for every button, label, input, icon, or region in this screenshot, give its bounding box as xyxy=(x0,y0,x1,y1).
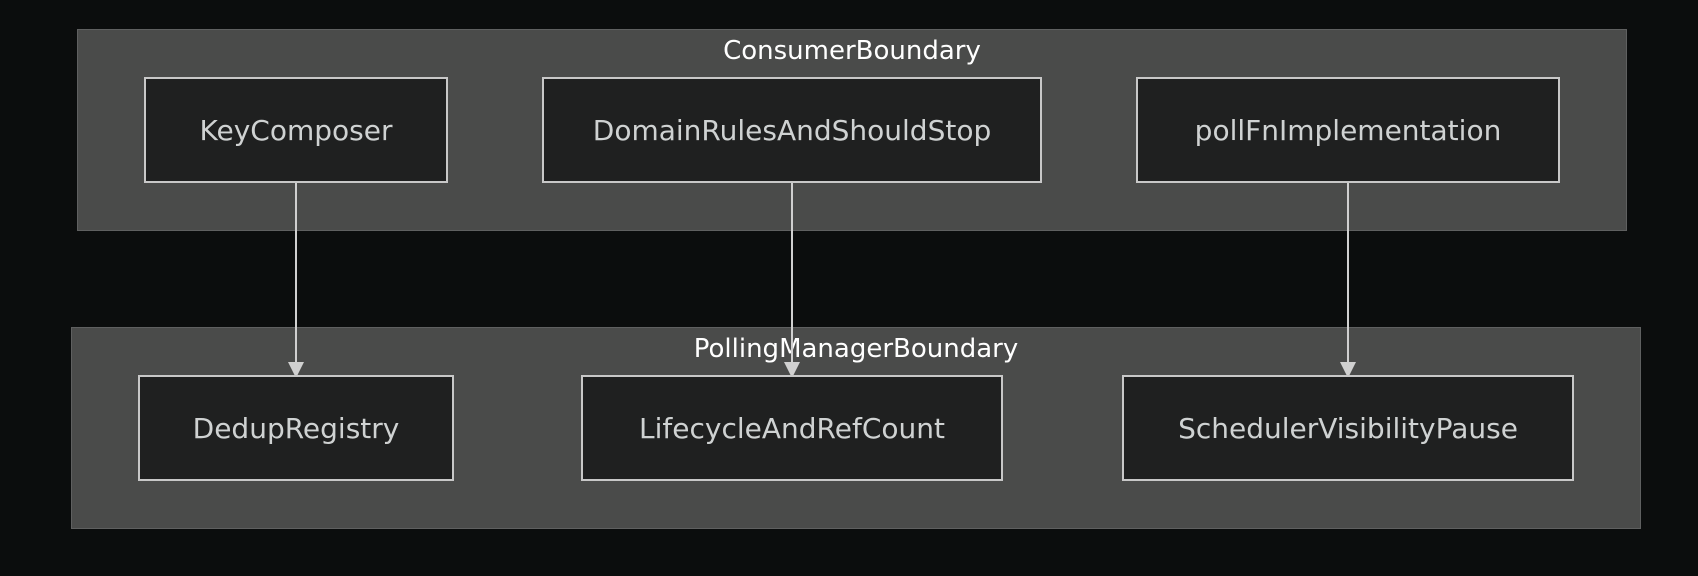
node-schedulervisibilitypause-label: SchedulerVisibilityPause xyxy=(1178,411,1518,445)
node-domainrulesandshouldstop[interactable]: DomainRulesAndShouldStop xyxy=(542,77,1042,183)
node-schedulervisibilitypause[interactable]: SchedulerVisibilityPause xyxy=(1122,375,1574,481)
consumer-boundary-title: ConsumerBoundary xyxy=(723,36,981,66)
polling-manager-boundary-title: PollingManagerBoundary xyxy=(693,334,1019,364)
node-pollfnimplementation-label: pollFnImplementation xyxy=(1194,113,1502,147)
node-dedupregistry-label: DedupRegistry xyxy=(192,411,400,445)
node-pollfnimplementation[interactable]: pollFnImplementation xyxy=(1136,77,1560,183)
node-keycomposer-label: KeyComposer xyxy=(199,113,393,147)
node-dedupregistry[interactable]: DedupRegistry xyxy=(138,375,454,481)
node-lifecycleandrefcount[interactable]: LifecycleAndRefCount xyxy=(581,375,1003,481)
node-keycomposer[interactable]: KeyComposer xyxy=(144,77,448,183)
node-lifecycleandrefcount-label: LifecycleAndRefCount xyxy=(639,411,945,445)
node-domainrulesandshouldstop-label: DomainRulesAndShouldStop xyxy=(592,113,992,147)
